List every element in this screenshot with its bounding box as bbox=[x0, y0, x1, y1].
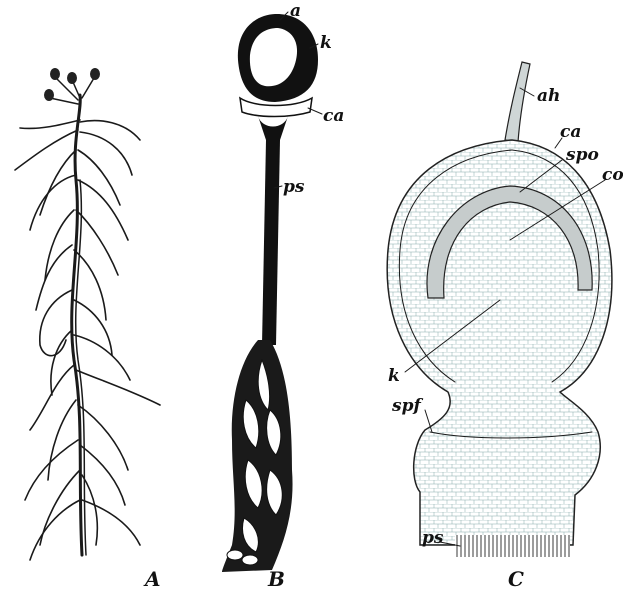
label-b-ps: ps bbox=[283, 177, 305, 197]
label-c-ps: ps bbox=[422, 528, 444, 548]
panel-label-c: C bbox=[508, 567, 524, 591]
panel-label-a: A bbox=[143, 567, 161, 591]
label-c-co: co bbox=[602, 165, 623, 185]
base-tissue bbox=[455, 535, 570, 557]
label-c-k: k bbox=[388, 366, 400, 386]
label-b-k: k bbox=[320, 33, 332, 53]
label-c-ah: ah bbox=[537, 86, 560, 106]
apical-hair bbox=[505, 62, 530, 142]
panel-label-b: B bbox=[267, 567, 285, 591]
leaves bbox=[15, 120, 160, 560]
moss-plant-illustration: A bbox=[15, 68, 161, 591]
capsule-section-illustration: ah ca spo co k spf ps C bbox=[387, 62, 623, 591]
label-c-ca: ca bbox=[560, 122, 581, 142]
seta bbox=[262, 140, 280, 345]
label-c-spo: spo bbox=[565, 145, 599, 165]
label-c-spf: spf bbox=[391, 396, 423, 416]
sporophyte-illustration: a k ca ps B bbox=[222, 1, 344, 591]
label-b-ca: ca bbox=[323, 106, 344, 126]
label-b-a: a bbox=[290, 1, 301, 21]
capsules bbox=[44, 68, 100, 104]
